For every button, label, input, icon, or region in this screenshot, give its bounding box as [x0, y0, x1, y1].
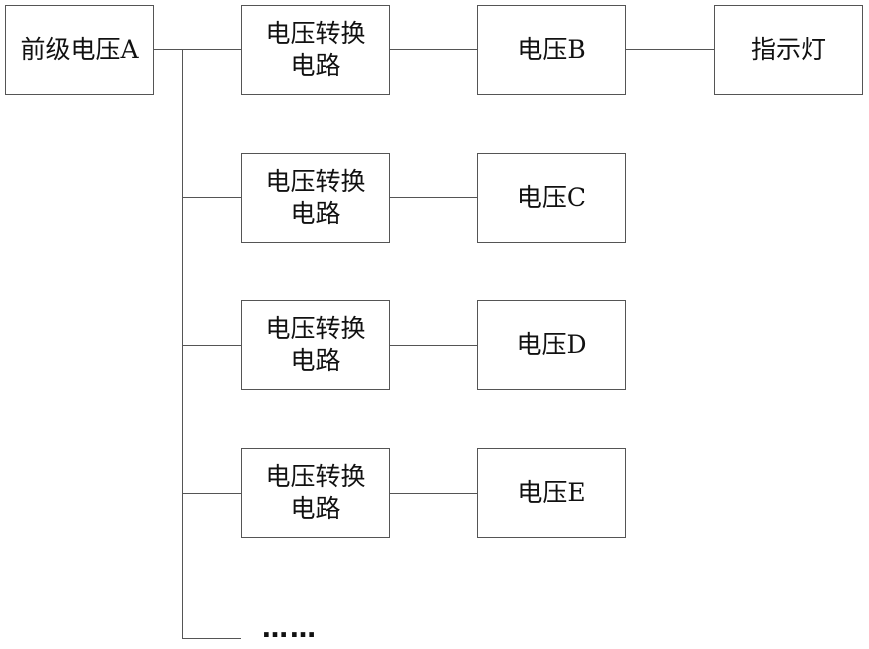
- converter-box-1: 电压转换 电路: [241, 5, 390, 95]
- converter-label-line2: 电路: [290, 493, 340, 525]
- source-voltage-label: 前级电压A: [20, 34, 138, 66]
- connector-bus-to-continuation: [182, 638, 241, 639]
- connector-voltage-b-to-indicator: [625, 49, 715, 50]
- converter-label-line2: 电路: [290, 345, 340, 377]
- voltage-d-label: 电压D: [516, 329, 586, 361]
- connector-converter-2-to-voltage-c: [389, 197, 478, 198]
- converter-box-2: 电压转换 电路: [241, 153, 390, 243]
- connector-bus-to-converter-4: [182, 493, 241, 494]
- converter-box-4: 电压转换 电路: [241, 448, 390, 538]
- voltage-e-box: 电压E: [477, 448, 626, 538]
- converter-label-line1: 电压转换: [265, 461, 365, 493]
- connector-converter-1-to-voltage-b: [389, 49, 478, 50]
- connector-converter-4-to-voltage-e: [389, 493, 478, 494]
- connector-bus-to-converter-2: [182, 197, 241, 198]
- indicator-light-label: 指示灯: [751, 34, 826, 66]
- converter-box-3: 电压转换 电路: [241, 300, 390, 390]
- voltage-c-label: 电压C: [517, 182, 586, 214]
- voltage-b-box: 电压B: [477, 5, 626, 95]
- connector-bus-to-converter-3: [182, 345, 241, 346]
- continuation-ellipsis: ……: [262, 614, 318, 644]
- converter-label-line1: 电压转换: [265, 166, 365, 198]
- voltage-e-label: 电压E: [517, 477, 585, 509]
- connector-source-to-bus: [153, 49, 183, 50]
- connector-converter-3-to-voltage-d: [389, 345, 478, 346]
- converter-label-line1: 电压转换: [265, 18, 365, 50]
- voltage-d-box: 电压D: [477, 300, 626, 390]
- converter-label-line1: 电压转换: [265, 313, 365, 345]
- vertical-bus: [182, 49, 183, 639]
- converter-label-line2: 电路: [290, 50, 340, 82]
- connector-bus-to-converter-1: [182, 49, 241, 50]
- source-voltage-box: 前级电压A: [5, 5, 154, 95]
- voltage-b-label: 电压B: [517, 34, 585, 66]
- indicator-light-box: 指示灯: [714, 5, 863, 95]
- voltage-c-box: 电压C: [477, 153, 626, 243]
- converter-label-line2: 电路: [290, 198, 340, 230]
